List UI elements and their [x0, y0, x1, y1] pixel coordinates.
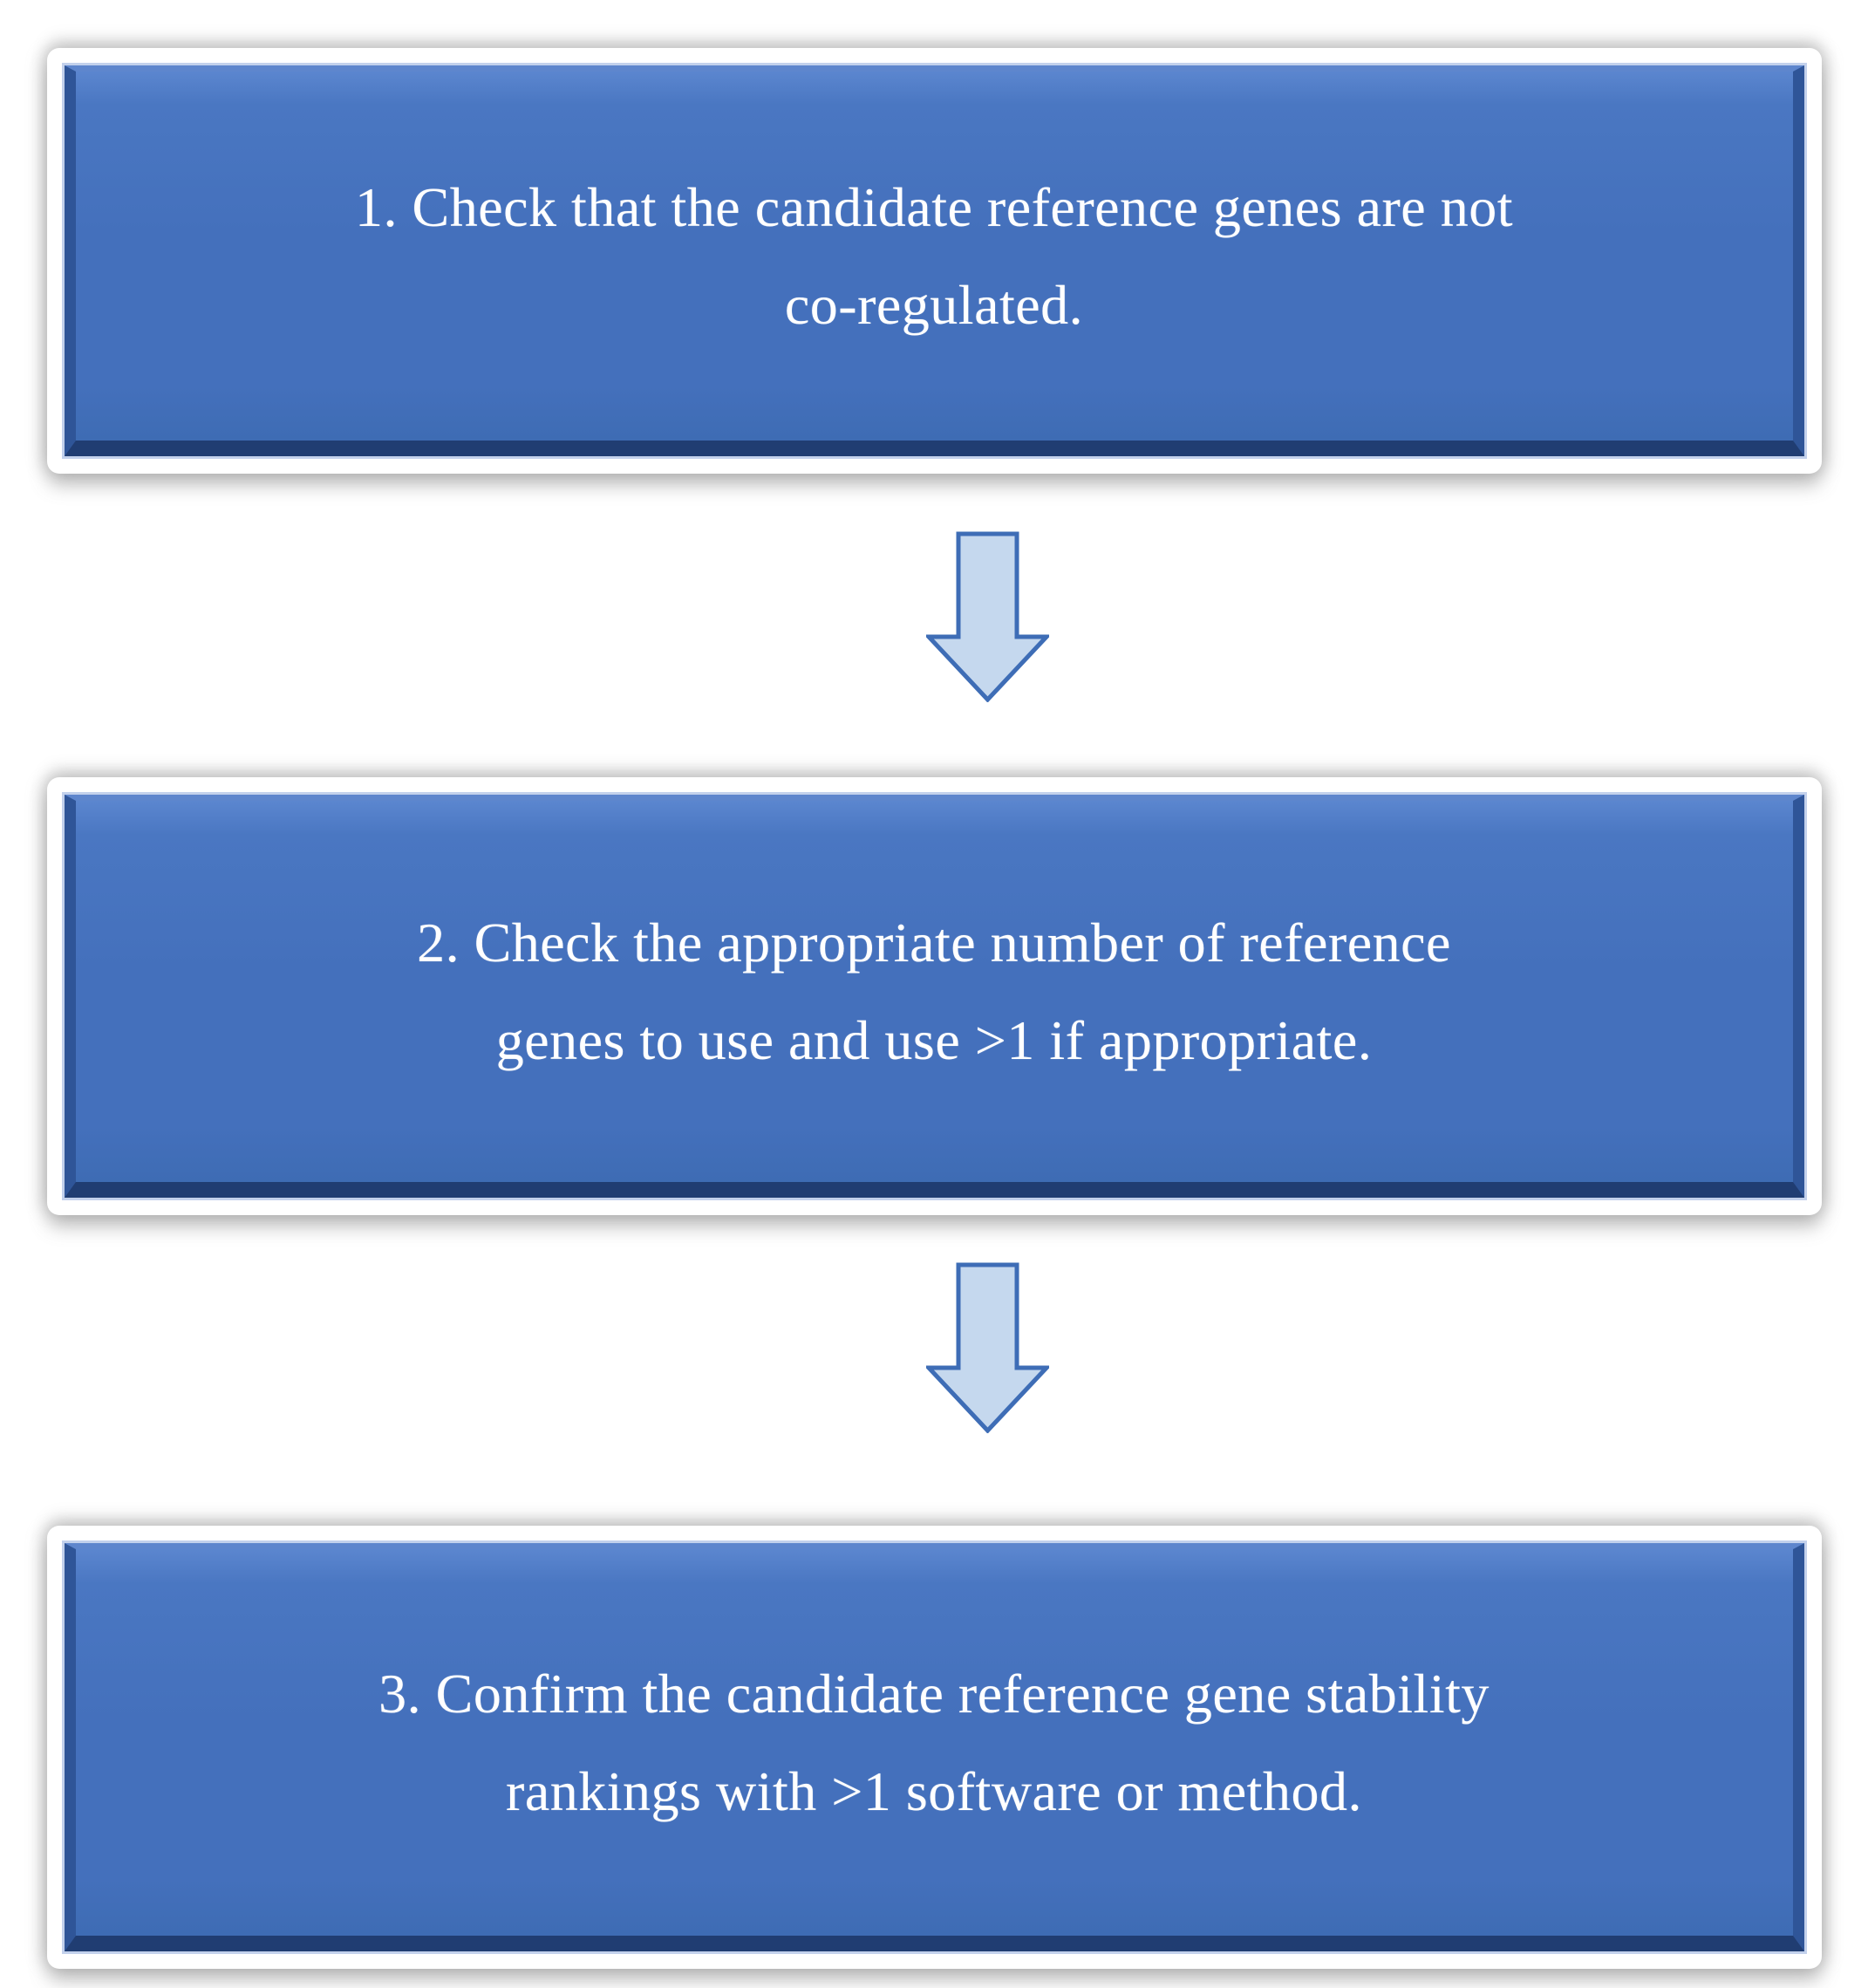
step-2-line-2: genes to use and use >1 if appropriate. [495, 1008, 1373, 1071]
step-1-line-2: co-regulated. [784, 273, 1084, 336]
step-1-text: 1. Check that the candidate reference ge… [355, 159, 1513, 353]
step-3-box: 3. Confirm the candidate reference gene … [64, 1543, 1804, 1951]
down-arrow-icon [923, 531, 1052, 703]
step-2-text: 2. Check the appropriate number of refer… [417, 894, 1451, 1089]
step-2-box: 2. Check the appropriate number of refer… [64, 795, 1804, 1198]
step-1-frame: 1. Check that the candidate reference ge… [46, 48, 1822, 474]
step-2-line-1: 2. Check the appropriate number of refer… [417, 912, 1451, 974]
connector-1 [923, 531, 1052, 703]
step-3-line-2: rankings with >1 software or method. [506, 1759, 1362, 1822]
down-arrow-icon [923, 1262, 1052, 1434]
connector-2 [923, 1262, 1052, 1434]
step-1-box: 1. Check that the candidate reference ge… [64, 65, 1804, 456]
step-3-line-1: 3. Confirm the candidate reference gene … [378, 1663, 1490, 1725]
step-2-frame: 2. Check the appropriate number of refer… [46, 777, 1822, 1215]
step-1-line-1: 1. Check that the candidate reference ge… [355, 176, 1513, 239]
step-3-frame: 3. Confirm the candidate reference gene … [46, 1526, 1822, 1969]
step-3-text: 3. Confirm the candidate reference gene … [378, 1645, 1490, 1840]
